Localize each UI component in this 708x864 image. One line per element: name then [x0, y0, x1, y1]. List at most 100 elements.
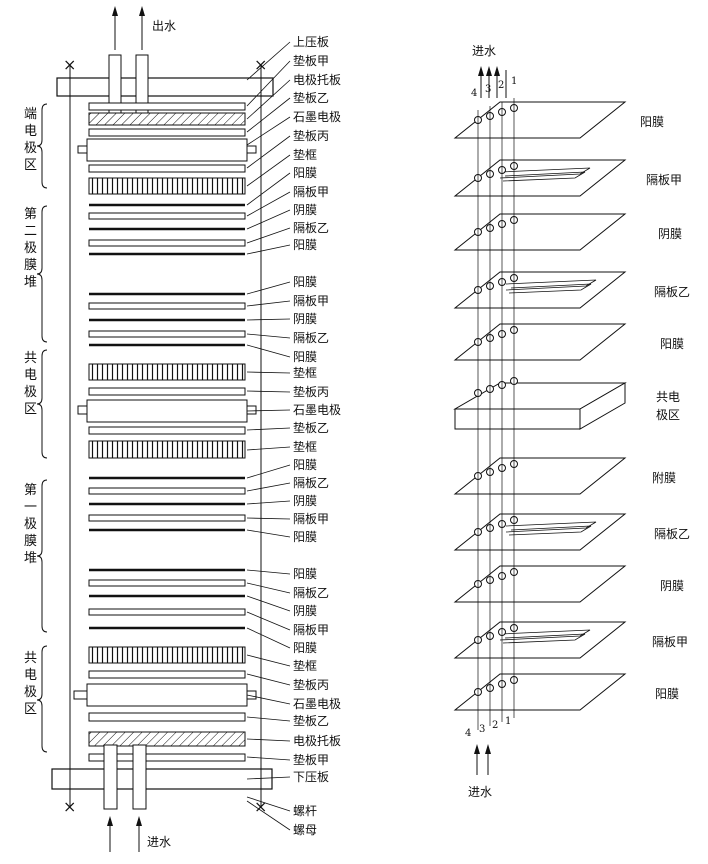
port-number-bottom: 2 [492, 720, 498, 731]
part-label: 垫框 [293, 439, 317, 454]
port-number-top: 2 [498, 80, 504, 91]
spacer-plate-a-top [88, 102, 246, 111]
zone-label-char: 端 [24, 107, 37, 122]
part-label: 垫框 [293, 365, 317, 380]
graphite-electrode-middle [86, 399, 248, 423]
layer-label: 阴膜 [658, 227, 682, 241]
layer-label: 附膜 [652, 471, 676, 485]
part-label: 螺母 [293, 823, 317, 837]
part-label: 阳膜 [293, 641, 317, 655]
part-label: 石墨电极 [293, 403, 341, 417]
part-label: 阳膜 [293, 567, 317, 581]
part-label: 隔板乙 [293, 331, 329, 345]
layer-label: 隔板乙 [654, 285, 690, 299]
layer-sheet [453, 621, 627, 659]
part-label: 石墨电极 [293, 110, 341, 124]
zone-label-char: 堆 [24, 551, 37, 566]
zone-label-char: 区 [24, 702, 37, 717]
layer-label: 阳膜 [640, 115, 664, 129]
layer-label: 隔板甲 [646, 173, 682, 187]
zone-label-char: 共 [24, 651, 37, 666]
zone-label-char: 二 [24, 224, 37, 239]
layer-sheet [453, 457, 627, 495]
zone-label-char: 电 [24, 368, 37, 383]
part-label: 螺杆 [293, 804, 317, 818]
inlet-label-top: 进水 [472, 44, 496, 58]
part-label: 阳膜 [293, 166, 317, 180]
part-label: 垫板丙 [293, 128, 329, 143]
part-label: 垫板甲 [293, 752, 329, 767]
layer-sheet [453, 101, 627, 139]
inlet-pipe-1 [103, 744, 118, 810]
zone-label-char: 区 [24, 158, 37, 173]
layer-label: 隔板乙 [654, 527, 690, 541]
graphite-electrode-bottom [86, 683, 248, 707]
layer-label: 阳膜 [655, 687, 679, 701]
port-number-top: 1 [511, 76, 517, 87]
part-label: 垫板甲 [293, 53, 329, 68]
port-number-top: 3 [485, 84, 491, 95]
left-stack-assembly: × × × × 出水 [24, 6, 341, 852]
zone-label-char: 电 [24, 124, 37, 139]
part-label: 阴膜 [293, 203, 317, 217]
part-label: 阳膜 [293, 350, 317, 364]
part-label: 垫板乙 [293, 713, 329, 728]
inlet-label-bottom: 进水 [468, 785, 492, 799]
part-label: 垫板丙 [293, 677, 329, 692]
zone-label-char: 极 [24, 385, 37, 400]
lower-pressure-plate [51, 768, 273, 790]
part-label: 隔板甲 [293, 623, 329, 637]
outlet-label: 出水 [152, 19, 176, 33]
part-label: 垫框 [293, 658, 317, 673]
part-label: 电极托板 [293, 73, 341, 87]
part-label: 上压板 [293, 35, 329, 49]
layer-label: 极区 [656, 408, 680, 422]
layer-label: 共电 [656, 390, 680, 404]
zone-label-char: 极 [24, 241, 37, 256]
part-label: 阳膜 [293, 530, 317, 544]
port-number-bottom: 4 [465, 728, 471, 739]
part-label: 电极托板 [293, 734, 341, 748]
zone-label-char: 电 [24, 668, 37, 683]
zone-label-char: 膜 [24, 258, 37, 273]
graphite-electrode-top [86, 138, 248, 162]
layer-sheet [453, 565, 627, 603]
part-label: 隔板乙 [293, 221, 329, 235]
part-label: 垫框 [293, 147, 317, 162]
part-label: 隔板乙 [293, 586, 329, 600]
nut-mark-bottom-right: × [254, 797, 267, 816]
port-number-bottom: 1 [505, 716, 511, 727]
nut-mark-top-right: × [254, 55, 267, 74]
inlet-pipe-2 [132, 744, 147, 810]
layer-sheet [453, 673, 627, 711]
part-label: 垫板乙 [293, 90, 329, 105]
layer-label: 阳膜 [660, 337, 684, 351]
zone-label-char: 极 [24, 141, 37, 156]
part-label: 阳膜 [293, 458, 317, 472]
port-number-top: 4 [471, 88, 477, 99]
zone-label-char: 极 [24, 517, 37, 532]
gasket-frame-top [88, 177, 246, 195]
electrode-support-plate-bottom [88, 731, 246, 747]
part-label: 阴膜 [293, 494, 317, 508]
spacer-plate-c-top [88, 164, 246, 173]
nut-mark-top-left: × [63, 55, 76, 74]
upper-pressure-plate [56, 77, 274, 97]
nut-mark-bottom-left: × [63, 797, 76, 816]
zone-label-char: 区 [24, 402, 37, 417]
zone-label-char: 堆 [24, 275, 37, 290]
part-label: 下压板 [293, 770, 329, 784]
zone-label-char: 第 [24, 207, 37, 222]
part-label: 隔板甲 [293, 294, 329, 308]
part-label: 隔板甲 [293, 185, 329, 199]
port-number-bottom: 3 [479, 724, 485, 735]
part-label: 垫板丙 [293, 384, 329, 399]
zone-label-char: 膜 [24, 534, 37, 549]
spacer-plate-b-top [88, 128, 246, 137]
layer-sheet [453, 159, 627, 197]
part-label: 阴膜 [293, 604, 317, 618]
layer-label: 隔板甲 [652, 635, 688, 649]
part-label: 隔板乙 [293, 476, 329, 490]
